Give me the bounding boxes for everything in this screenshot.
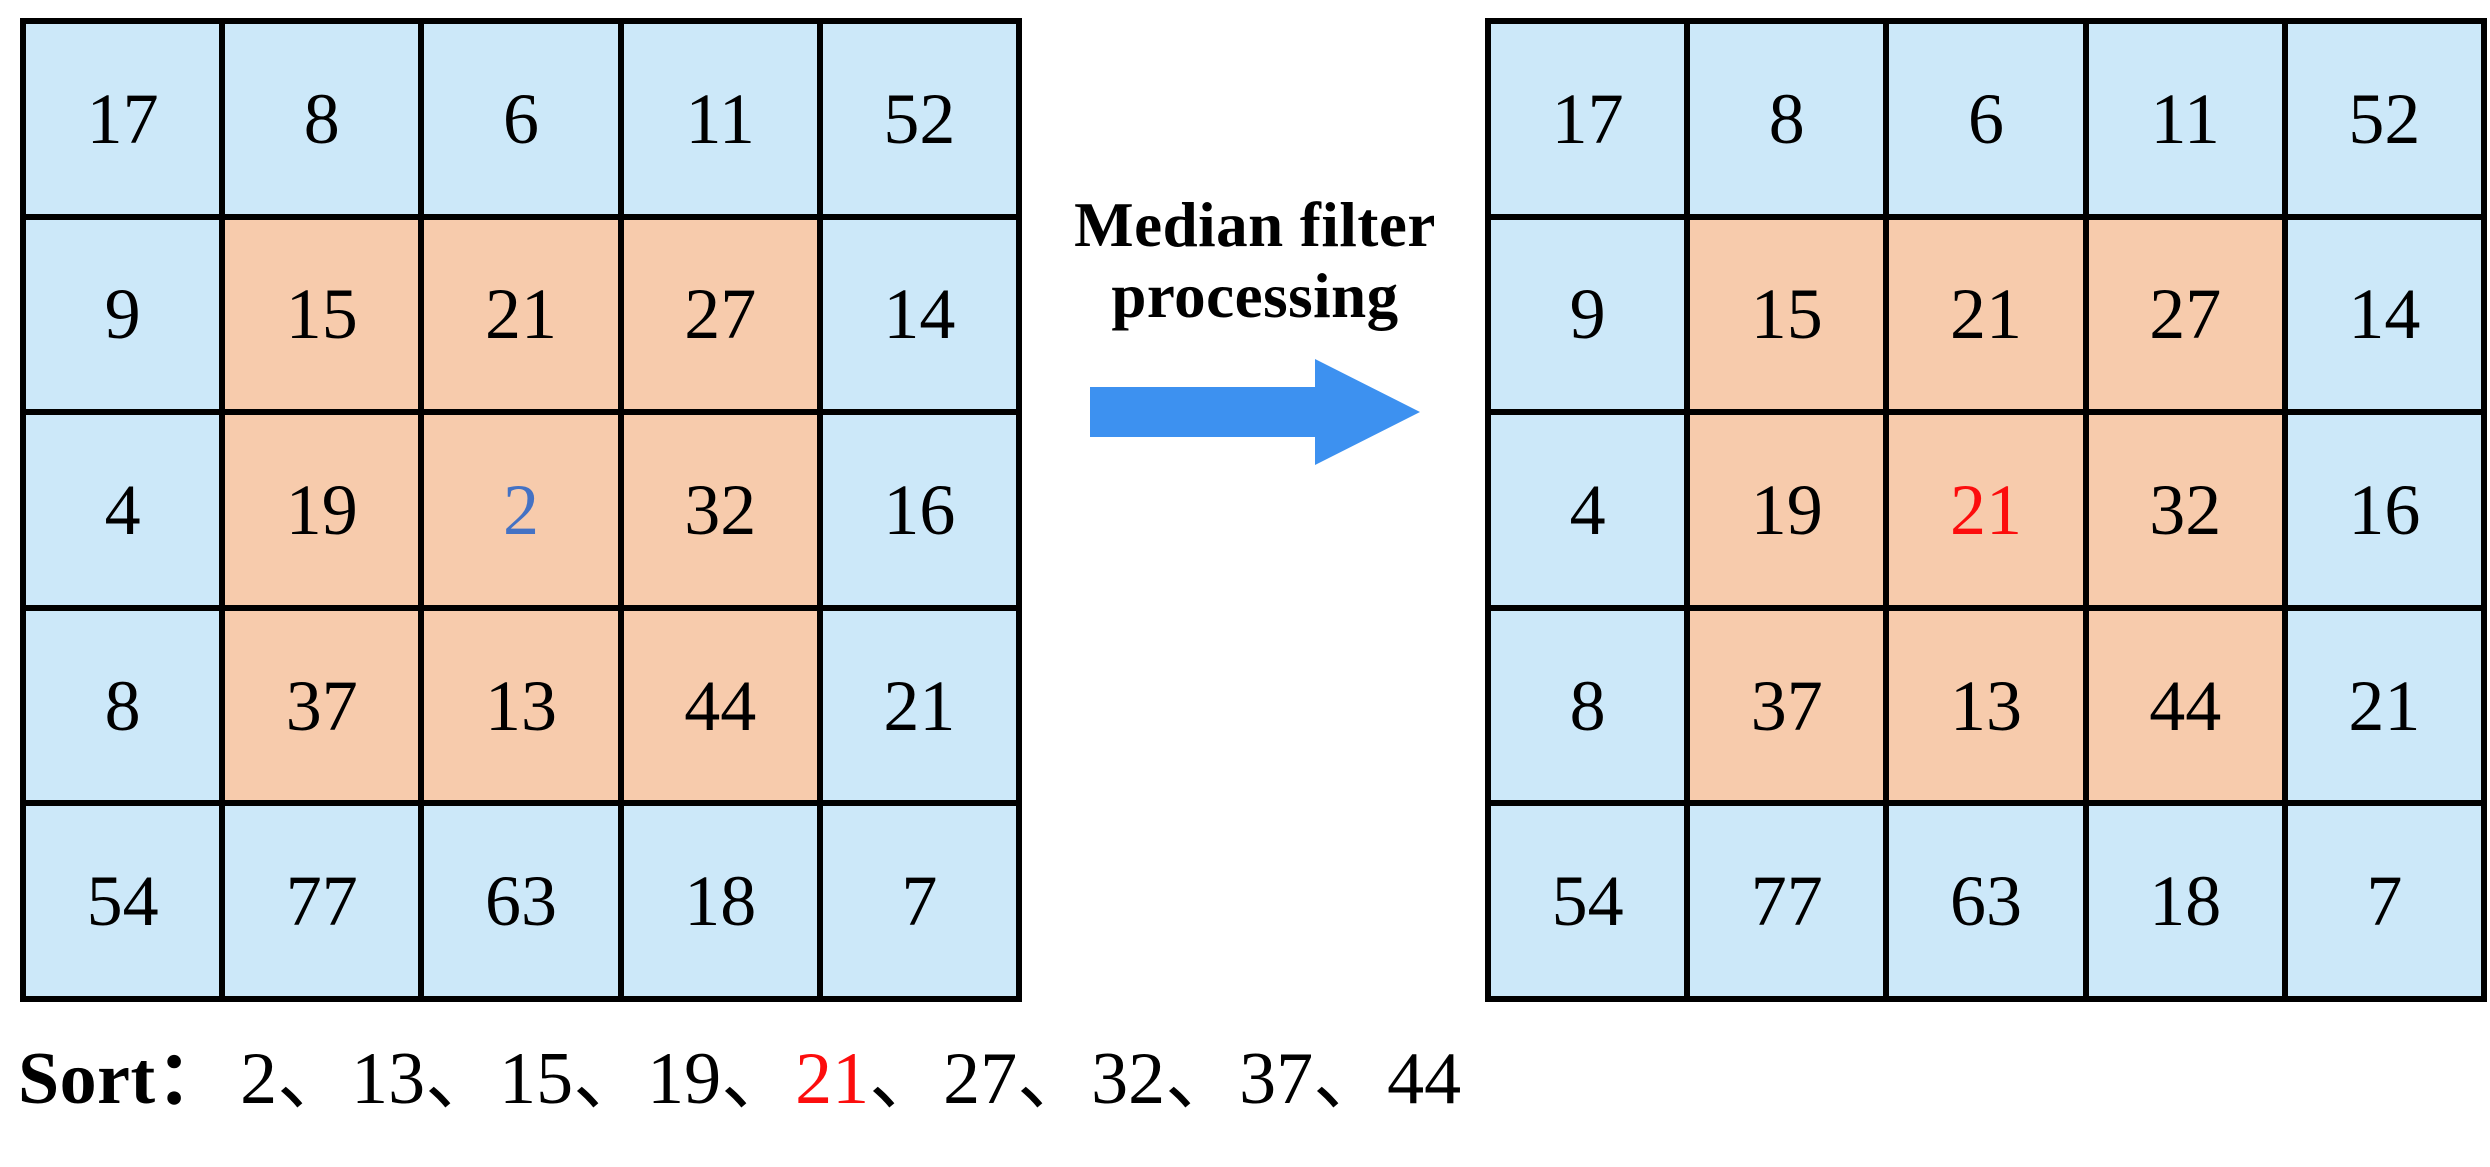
matrix-cell: 63 [424,806,618,996]
matrix-cell: 54 [1491,806,1685,996]
sort-separator: 、 [869,1038,944,1120]
sort-value: 44 [1387,1038,1462,1120]
matrix-cell: 27 [2088,219,2282,410]
matrix-cell: 18 [2088,806,2282,996]
matrix-cell: 9 [1491,219,1685,410]
matrix-cell: 37 [225,610,419,801]
sort-separator: 、 [573,1038,648,1120]
matrix-cell: 8 [1690,24,1884,214]
matrix-cell: 44 [2088,610,2282,801]
matrix-cell: 52 [2287,24,2481,214]
matrix-cell: 63 [1889,806,2083,996]
matrix-cell: 15 [225,219,419,410]
matrix-cell: 8 [1491,610,1685,801]
sort-value: 27 [943,1038,1018,1120]
matrix-cell: 9 [26,219,220,410]
matrix-cell: 21 [1889,415,2083,605]
matrix-cell: 27 [623,219,817,410]
sort-value: 32 [1091,1038,1166,1120]
matrix-cell: 16 [2287,415,2481,605]
matrix-cell: 32 [623,415,817,605]
matrix-cell: 14 [2287,219,2481,410]
sort-separator: 、 [277,1038,352,1120]
sort-separator: 、 [1017,1038,1092,1120]
right-arrow-icon [1090,357,1420,467]
matrix-cell: 6 [1889,24,2083,214]
matrix-cell: 4 [1491,415,1685,605]
sort-sequence: 2、13、15、19、21、27、32、37、44 [240,1042,1461,1116]
transform-annotation: Median filter processing [1030,190,1480,610]
matrix-cell: 13 [424,610,618,801]
matrix-cell: 7 [2287,806,2481,996]
matrix-cell: 32 [2088,415,2282,605]
matrix-cell: 17 [1491,24,1685,214]
matrix-cell: 8 [225,24,419,214]
matrix-cell: 11 [2088,24,2282,214]
matrix-cell: 52 [822,24,1016,214]
matrix-cell: 37 [1690,610,1884,801]
sort-value: 15 [499,1038,574,1120]
matrix-cell: 17 [26,24,220,214]
matrix-cell: 15 [1690,219,1884,410]
median-filter-label: Median filter processing [1074,190,1436,331]
matrix-cell: 11 [623,24,817,214]
sort-value: 37 [1239,1038,1314,1120]
sort-label: Sort： [18,1038,231,1120]
matrix-cell: 21 [2287,610,2481,801]
matrix-cell: 4 [26,415,220,605]
matrix-cell: 21 [424,219,618,410]
sort-value: 21 [795,1038,870,1120]
matrix-cell: 7 [822,806,1016,996]
sort-line: Sort： 2、13、15、19、21、27、32、37、44 [18,1042,1461,1116]
matrix-cell: 19 [225,415,419,605]
matrix-cell: 8 [26,610,220,801]
matrix-cell: 13 [1889,610,2083,801]
matrix-cell: 77 [225,806,419,996]
sort-separator: 、 [1165,1038,1240,1120]
matrix-cell: 6 [424,24,618,214]
matrix-cell: 16 [822,415,1016,605]
matrix-cell: 19 [1690,415,1884,605]
matrix-cell: 21 [822,610,1016,801]
matrix-cell: 18 [623,806,817,996]
sort-separator: 、 [1313,1038,1388,1120]
matrix-cell: 77 [1690,806,1884,996]
matrix-cell: 14 [822,219,1016,410]
matrix-cell: 2 [424,415,618,605]
matrix-cell: 54 [26,806,220,996]
sort-separator: 、 [425,1038,500,1120]
sort-separator: 、 [721,1038,796,1120]
sort-value: 19 [647,1038,722,1120]
matrix-cell: 21 [1889,219,2083,410]
matrix-cell: 44 [623,610,817,801]
sort-value: 13 [351,1038,426,1120]
sort-value: 2 [240,1038,278,1120]
